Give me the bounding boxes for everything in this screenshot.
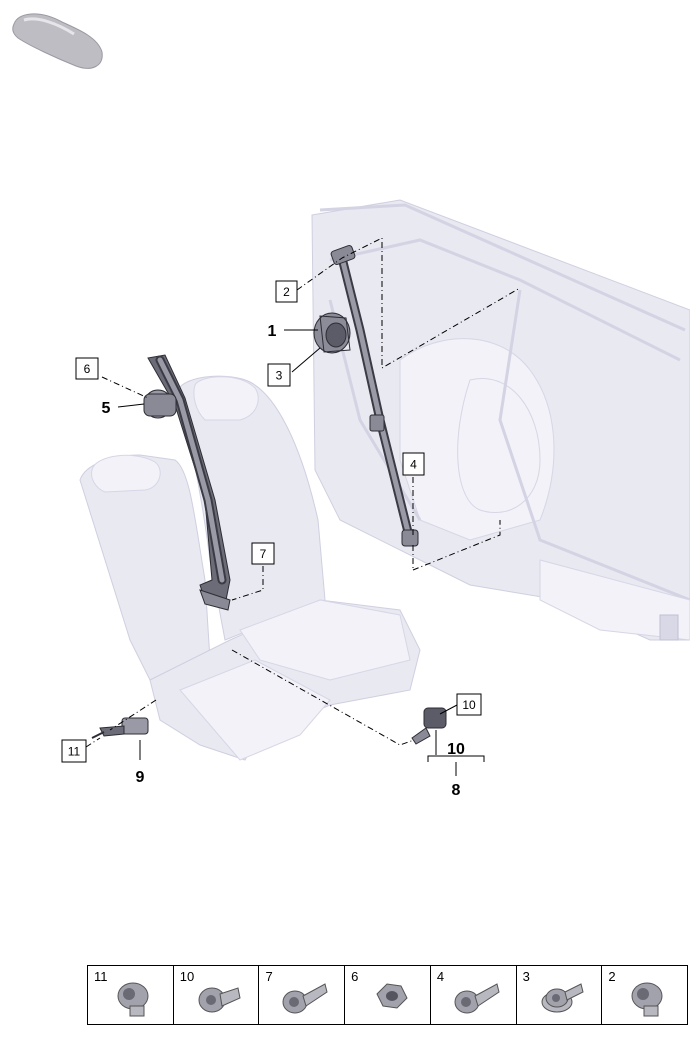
callout-3: 3	[267, 363, 291, 387]
torx-bolt-long-icon	[454, 983, 500, 1014]
fastener-cell-7: 7	[259, 966, 346, 1024]
torx-bolt-short-icon	[117, 982, 149, 1017]
torx-bolt-long-icon	[282, 983, 329, 1014]
rear-seat	[79, 375, 421, 761]
belt-retractor-5	[143, 389, 177, 419]
leader-lines	[85, 237, 521, 776]
callout-11: 11	[61, 739, 87, 763]
callout-2: 2	[275, 280, 298, 303]
svg-text:7: 7	[260, 547, 267, 561]
buckle-8	[411, 707, 447, 745]
svg-text:6: 6	[84, 362, 91, 376]
svg-text:4: 4	[410, 458, 417, 472]
part-number-5: 5	[102, 400, 111, 417]
fastener-number: 11	[94, 969, 108, 984]
fastener-number: 2	[608, 969, 616, 984]
fastener-number: 3	[522, 969, 530, 984]
svg-text:11: 11	[68, 745, 81, 759]
part-number-8: 8	[452, 782, 461, 799]
callout-6: 6	[75, 357, 99, 380]
fastener-number: 6	[351, 969, 359, 984]
svg-text:2: 2	[283, 285, 290, 299]
fastener-cell-4: 4	[431, 966, 517, 1024]
vehicle-thumbnail-icon	[12, 13, 103, 69]
fastener-cell-10: 10	[174, 966, 260, 1024]
svg-text:10: 10	[462, 698, 476, 712]
fastener-number: 10	[179, 969, 195, 984]
callout-10: 10	[456, 693, 482, 716]
svg-text:3: 3	[276, 369, 283, 383]
fastener-number: 7	[265, 969, 273, 984]
fastener-cell-11: 11	[88, 966, 174, 1024]
part-number-1: 1	[268, 323, 277, 340]
buckle-9	[91, 717, 149, 739]
body-structure	[311, 199, 690, 641]
outer-seat-belt	[330, 245, 419, 547]
part-number-9: 9	[136, 769, 145, 786]
torx-bolt-medium-icon	[198, 987, 241, 1013]
torx-bolt-short-icon	[631, 982, 663, 1017]
part-number-10: 10	[447, 741, 465, 758]
hex-nut-icon	[376, 983, 408, 1009]
center-seat-belt	[147, 354, 231, 611]
callout-7: 7	[251, 542, 275, 565]
fastener-number: 4	[436, 969, 445, 984]
torx-flange-bolt-icon	[541, 983, 584, 1013]
fastener-cell-6: 6	[345, 966, 431, 1024]
fastener-cell-3: 3	[517, 966, 603, 1024]
callout-4: 4	[402, 452, 425, 476]
fastener-cell-2: 2	[602, 966, 687, 1024]
fastener-table: 11 10 7 6 4 3 2	[87, 965, 688, 1025]
belt-retractor-1	[313, 312, 351, 354]
